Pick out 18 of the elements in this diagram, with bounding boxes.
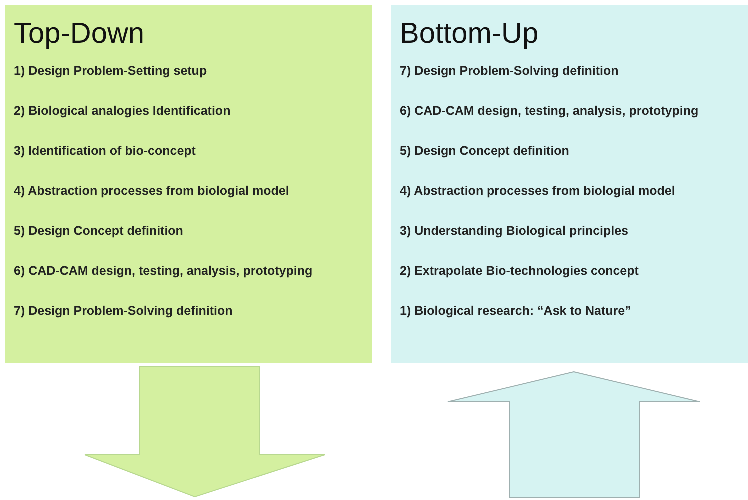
step-text: 5) Design Concept definition [400,143,570,159]
step-text: 6) CAD-CAM design, testing, analysis, prototyping [14,263,313,279]
step-text: 5) Design Concept definition [14,223,184,239]
panel [5,5,372,363]
step-text: 1) Biological research: “Ask to Nature” [400,303,632,319]
panel-heading: Top-Down [14,17,145,51]
panel [391,5,748,363]
step-text: 6) CAD-CAM design, testing, analysis, prototyping [400,103,699,119]
step-text: 3) Understanding Biological principles [400,223,629,239]
step-text: 3) Identification of bio-concept [14,143,196,159]
step-text: 4) Abstraction processes from biologial model [400,183,676,199]
step-text: 1) Design Problem-Setting setup [14,63,208,79]
step-text: 7) Design Problem-Solving definition [14,303,233,319]
step-text: 4) Abstraction processes from biologial model [14,183,290,199]
step-text: 2) Biological analogies Identification [14,103,231,119]
panel-heading: Bottom-Up [400,17,539,51]
step-text: 7) Design Problem-Solving definition [400,63,619,79]
step-text: 2) Extrapolate Bio-technologies concept [400,263,639,279]
